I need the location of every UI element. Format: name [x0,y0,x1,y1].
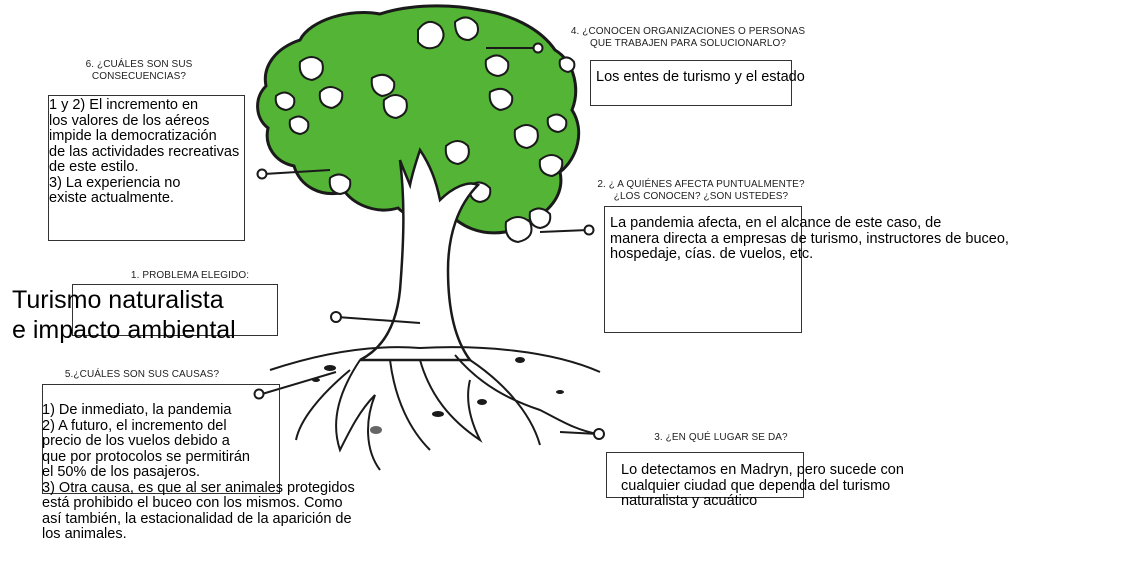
q5-answer-line: los animales. [42,526,127,542]
q3-label: 3. ¿EN QUÉ LUGAR SE DA? [626,432,816,444]
q3-label-line-1: 3. ¿EN QUÉ LUGAR SE DA? [654,432,788,443]
problem-title-line: e impacto ambiental [12,316,236,344]
problem-title-line: Turismo naturalista [12,286,224,314]
q5-answer-line: 2) A futuro, el incremento del [42,417,227,434]
q5-answer-line: está prohibido el buceo con los mismos. … [42,495,343,511]
q6-label-line-2: CONSECUENCIAS? [91,71,187,82]
q6-label-line-1: 6. ¿CUÁLES SON SUS [85,59,193,70]
q3-answer-line: naturalista y acuático [621,493,758,509]
q1-label-line-1: 1. PROBLEMA ELEGIDO: [130,270,250,281]
q2-label: 2. ¿ A QUIÉNES AFECTA PUNTUALMENTE? ¿LOS… [582,179,820,203]
q4-label-line-1: 4. ¿CONOCEN ORGANIZACIONES O PERSONAS [570,26,806,37]
q6-label: 6. ¿CUÁLES SON SUS CONSECUENCIAS? [50,59,228,83]
q2-answer: La pandemia afecta, en el alcance de est… [610,215,1009,263]
q5-answer-line: 3) Otra causa, es que al ser animales pr… [42,479,355,496]
connector-lines [253,42,605,440]
q6-answer-box [48,95,245,241]
q6-answer-line: 1 y 2) El incremento en [49,97,199,113]
q5-answer-line: el 50% de los pasajeros. [42,464,200,480]
q1-answer-box [72,284,278,336]
q2-label-line-1: 2. ¿ A QUIÉNES AFECTA PUNTUALMENTE? [597,179,805,190]
q6-answer-line: 3) La experiencia no [49,174,181,191]
q2-answer-line: La pandemia afecta, en el alcance de est… [610,215,942,231]
q4-label: 4. ¿CONOCEN ORGANIZACIONES O PERSONAS QU… [552,26,824,50]
q6-answer-line: existe actualmente. [49,190,174,206]
q4-answer-line: Los entes de turismo y el estado [596,69,805,85]
q4-label-line-2: QUE TRABAJEN PARA SOLUCIONARLO? [589,38,787,49]
q1-answer: Turismo naturalista e impacto ambiental [12,285,236,345]
q5-label: 5.¿CUÁLES SON SUS CAUSAS? [42,369,242,381]
q1-label: 1. PROBLEMA ELEGIDO: [100,270,280,282]
tree-canopy [256,4,581,244]
q3-answer-box [606,452,804,498]
q4-answer-box [590,60,792,106]
ground-stones [312,357,564,434]
q5-answer-box [42,384,280,494]
q3-answer-line: cualquier ciudad que dependa del turismo [621,477,891,494]
q6-answer-line: impide la democratización [49,128,217,144]
q2-answer-line: manera directa a empresas de turismo, in… [610,230,1009,247]
q5-answer-line: 1) De inmediato, la pandemia [42,402,232,418]
q3-answer: Lo detectamos en Madryn, pero sucede con… [621,462,904,510]
q3-answer-line: Lo detectamos en Madryn, pero sucede con [621,462,904,478]
q2-answer-box [604,206,802,333]
q6-answer-line: de las actividades recreativas [49,143,240,160]
tree-roots [269,346,601,471]
tree-trunk [359,147,481,362]
q6-answer-line: de este estilo. [49,159,139,175]
q6-answer-line: los valores de los aéreos [49,112,210,129]
q5-answer-line: así también, la estacionalidad de la apa… [42,510,352,527]
q5-label-line-1: 5.¿CUÁLES SON SUS CAUSAS? [64,369,220,380]
q2-label-line-2: ¿LOS CONOCEN? ¿SON USTEDES? [613,191,789,202]
q5-answer: 1) De inmediato, la pandemia 2) A futuro… [42,402,355,543]
q5-answer-line: que por protocolos se permitirán [42,448,250,465]
q2-answer-line: hospedaje, cías. de vuelos, etc. [610,246,814,262]
q5-answer-line: precio de los vuelos debido a [42,433,230,449]
q6-answer: 1 y 2) El incremento en los valores de l… [49,97,240,207]
q4-answer: Los entes de turismo y el estado [596,69,805,86]
